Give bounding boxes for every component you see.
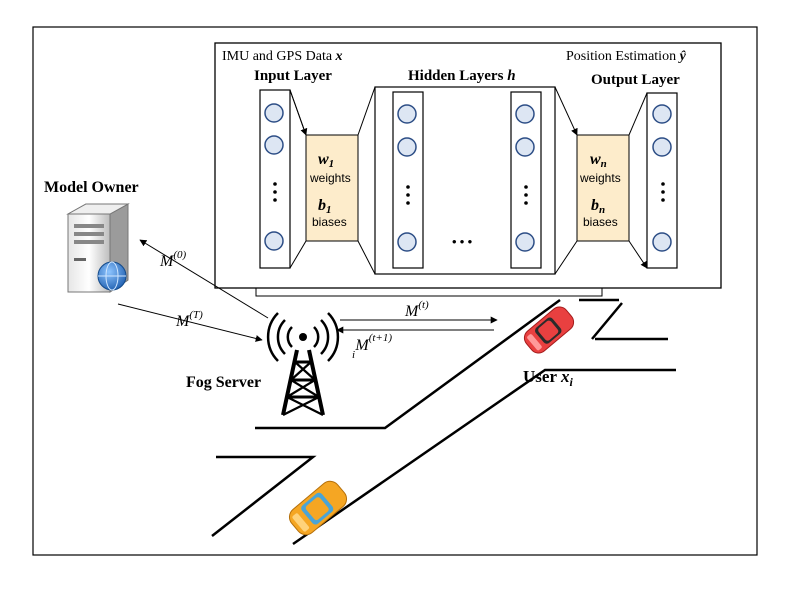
hidden-layer-column-1 xyxy=(392,91,424,269)
bn-biases-label: biases xyxy=(583,215,618,229)
weights-biases-box-1: w1 weights b1 biases xyxy=(305,134,359,242)
output-node xyxy=(652,104,672,124)
hidden-layers-label: Hidden Layers h xyxy=(408,68,516,84)
output-node xyxy=(652,137,672,157)
input-node xyxy=(264,135,284,155)
w1-weights-label: weights xyxy=(309,171,351,185)
bn-symbol: bn xyxy=(591,197,605,216)
hidden-layer-column-2 xyxy=(510,91,542,269)
weights-biases-box-n: wn weights bn biases xyxy=(576,134,630,242)
imu-gps-label: IMU and GPS Data x xyxy=(222,49,343,64)
input-layer-label: Input Layer xyxy=(254,68,332,84)
mT-label: M(T) xyxy=(175,309,203,330)
hidden-node xyxy=(515,232,535,252)
hidden-node xyxy=(515,137,535,157)
output-layer-label: Output Layer xyxy=(591,72,680,88)
m0-arrow xyxy=(139,239,269,319)
server-icon xyxy=(66,203,130,293)
mi-label: M(t+1)i xyxy=(352,332,392,361)
hidden-node xyxy=(397,104,417,124)
fog-server-label: Fog Server xyxy=(186,374,261,391)
position-estimation-label: Position Estimation ŷ xyxy=(566,49,687,64)
user-car-icon xyxy=(523,306,575,354)
output-node xyxy=(652,232,672,252)
hidden-node xyxy=(515,104,535,124)
hidden-ellipsis: • • • xyxy=(452,234,473,249)
fog-tower-icon xyxy=(266,312,340,416)
user-label: User xi xyxy=(523,367,573,389)
mt-label: M(t) xyxy=(404,299,429,320)
b1-biases-label: biases xyxy=(312,215,347,229)
hidden-node xyxy=(397,232,417,252)
w1-symbol: w1 xyxy=(318,151,334,170)
b1-symbol: b1 xyxy=(318,197,332,216)
neural-network-panel: IMU and GPS Data x Position Estimation ŷ… xyxy=(214,42,722,289)
hidden-node xyxy=(397,137,417,157)
outer-frame xyxy=(32,26,758,556)
m0-label: M(0) xyxy=(159,249,186,270)
output-layer-column xyxy=(646,92,678,269)
road xyxy=(211,298,676,546)
wn-weights-label: weights xyxy=(579,171,621,185)
panel-bracket xyxy=(255,288,603,297)
mT-arrow xyxy=(117,303,263,342)
wn-symbol: wn xyxy=(590,151,607,170)
input-node xyxy=(264,231,284,251)
input-node xyxy=(264,103,284,123)
vehicle-car-icon xyxy=(288,480,348,536)
model-owner-label: Model Owner xyxy=(44,179,139,196)
input-layer-column xyxy=(259,89,291,269)
